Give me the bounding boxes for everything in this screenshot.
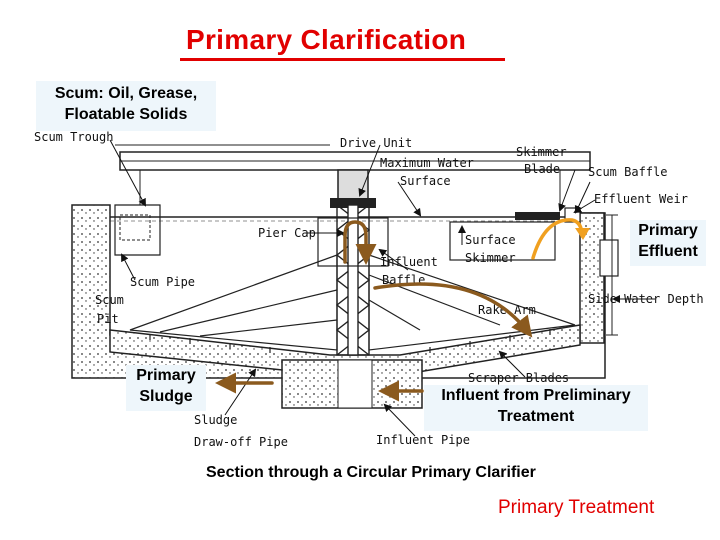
callout-sludge-line2: Sludge [139, 388, 193, 405]
footer-section-title: Primary Treatment [498, 497, 655, 518]
label-side-water-depth: Side Water Depth [588, 292, 704, 306]
flow-arrows [215, 218, 590, 402]
effluent-overflow-arrow [531, 218, 584, 260]
callout-effluent-line1: Primary [638, 222, 698, 239]
label-pier-cap: Pier Cap [258, 226, 316, 240]
callout-scum: Scum: Oil, Grease, Floatable Solids [36, 81, 216, 131]
influent-upflow-arrow [343, 220, 377, 265]
label-surface-skimmer-1: Surface [465, 233, 516, 247]
label-surface: Surface [400, 174, 451, 188]
callout-influent: Influent from Preliminary Treatment [424, 385, 648, 431]
label-blade: Blade [524, 162, 560, 176]
callout-scum-line1: Scum: Oil, Grease, [54, 85, 198, 102]
callout-sludge-line1: Primary [136, 367, 196, 384]
callout-primary-effluent: Primary Effluent [630, 220, 706, 266]
label-drive-unit: Drive Unit [340, 136, 412, 150]
scraper-blades [149, 329, 551, 353]
flow-to-effluent-arrow [373, 282, 533, 338]
label-scum-trough: Scum Trough [34, 130, 113, 144]
label-scum-baffle: Scum Baffle [588, 165, 667, 179]
label-max-water: Maximum Water [380, 156, 474, 170]
rake-arms [129, 254, 576, 351]
label-scum-pipe: Scum Pipe [130, 275, 195, 289]
skimmer-blade [515, 212, 560, 220]
page-title: Primary Clarification [186, 24, 467, 55]
callout-scum-line2: Floatable Solids [64, 106, 188, 123]
influent-baffle [317, 217, 389, 267]
title-underline [180, 58, 505, 61]
label-pit: Pit [97, 312, 119, 326]
callout-primary-sludge: Primary Sludge [126, 365, 206, 411]
drive-unit [330, 169, 376, 208]
label-draw-off-pipe: Draw-off Pipe [194, 435, 288, 449]
surface-skimmer [449, 221, 556, 261]
label-surface-skimmer-2: Skimmer [465, 251, 516, 265]
label-scum: Scum [95, 293, 124, 307]
effluent-pipe [599, 239, 619, 277]
scum-trough [114, 204, 161, 256]
label-skimmer: Skimmer [516, 145, 567, 159]
callout-effluent-line2: Effluent [638, 243, 698, 260]
callout-influent-line2: Treatment [497, 408, 575, 425]
diagram-caption: Section through a Circular Primary Clari… [206, 464, 536, 481]
label-sludge: Sludge [194, 413, 237, 427]
callout-influent-line1: Influent from Preliminary [441, 387, 631, 404]
leader-lines [109, 139, 655, 437]
label-influent: Influent [380, 255, 438, 269]
label-scraper-blades: Scraper Blades [468, 371, 569, 385]
label-influent-pipe: Influent Pipe [376, 433, 470, 447]
label-effluent-weir: Effluent Weir [594, 192, 688, 206]
center-pit-void [337, 359, 373, 409]
